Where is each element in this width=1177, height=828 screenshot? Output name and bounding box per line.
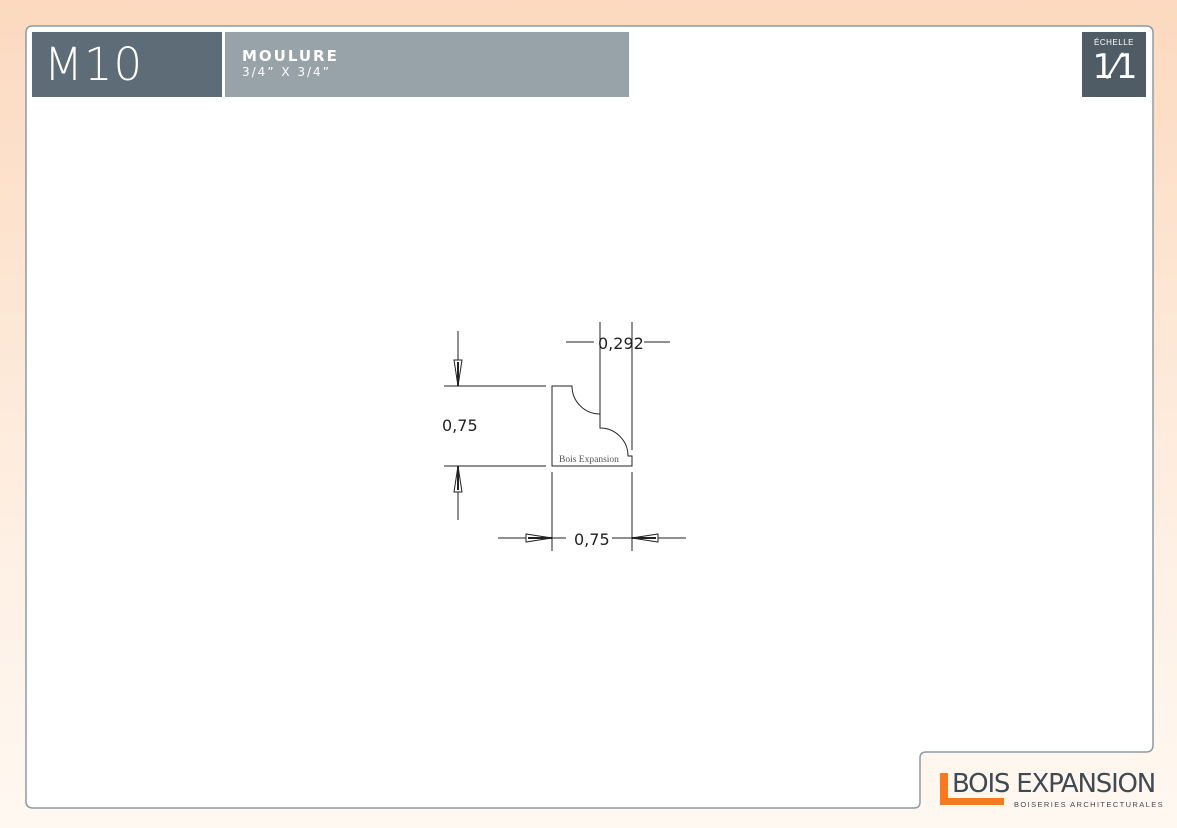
width-dimension	[498, 472, 686, 551]
height-dimension-label: 0,75	[442, 416, 478, 435]
brand-name: BOIS EXPANSION	[952, 769, 1156, 799]
logo-mark-icon	[940, 773, 1004, 805]
width-dimension-label: 0,75	[574, 530, 610, 549]
brand-tagline: BOISERIES ARCHITECTURALES	[1014, 800, 1165, 809]
scale-label: ÉCHELLE	[1094, 38, 1134, 47]
product-size: 3/4” X 3/4”	[242, 65, 331, 79]
sheet-border	[25, 25, 1154, 809]
profile-outline	[551, 385, 633, 467]
profile-watermark: Bois Expansion	[559, 455, 619, 465]
scale-value: 1⁄1	[1092, 47, 1138, 87]
radius-dimension-label: 0,292	[598, 334, 644, 353]
scale-box: ÉCHELLE 1⁄1	[1082, 32, 1146, 97]
product-type: MOULURE	[242, 47, 339, 65]
product-title-box: MOULURE 3/4” X 3/4”	[225, 32, 629, 97]
radius-dimension	[566, 322, 670, 450]
product-code: M10	[44, 38, 144, 91]
product-code-box: M10	[32, 32, 222, 97]
height-dimension	[444, 331, 546, 520]
